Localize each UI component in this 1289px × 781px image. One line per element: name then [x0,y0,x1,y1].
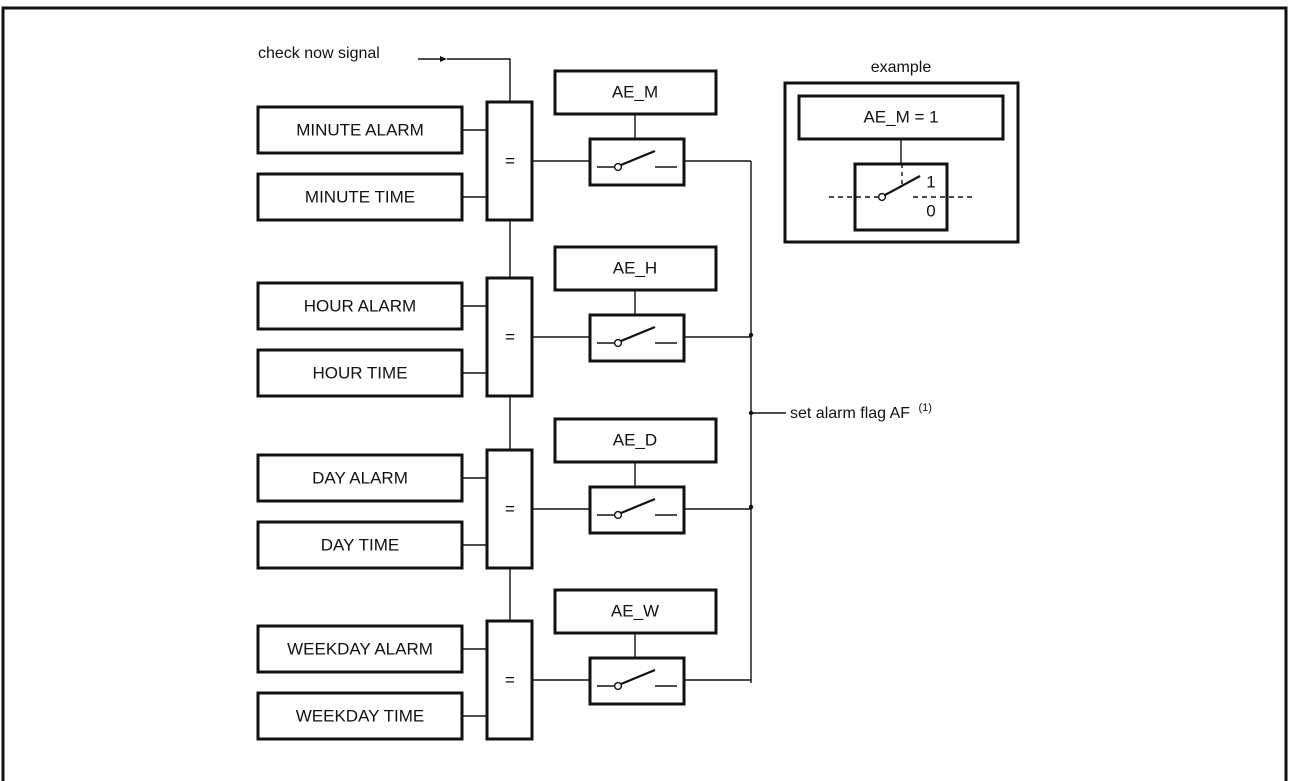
minute-switch-box [588,137,686,187]
hour-comparator [485,276,534,398]
check-signal-wire [447,58,511,102]
day-alarm-box [256,453,464,503]
check-signal-arrowhead [440,56,447,62]
day-time-label: DAY TIME [321,535,399,554]
weekday-switch-box [588,656,686,706]
day-time-box [256,520,464,570]
comparator-rows: MINUTE ALARM MINUTE TIME = AE_M HOUR ALARM HO… [256,69,751,741]
bus-junction [748,504,754,510]
weekday-time-box [256,691,464,741]
hour-enable-box [553,245,718,292]
day-switch-box [588,485,686,535]
weekday-enable-label: AE_W [611,601,659,620]
set-alarm-flag-label: set alarm flag AF (1) [790,402,932,422]
day-alarm-label: DAY ALARM [312,468,408,487]
day-switch-blade [620,497,656,515]
example-switch-on-label: 1 [926,172,935,191]
day-enable-box [553,417,718,464]
weekday-comparator-label: = [505,670,515,689]
hour-switch-box [588,313,686,363]
example-panel: example AE_M = 1 1 0 [783,59,1020,244]
example-title: example [871,59,932,76]
example-enable-label: AE_M = 1 [863,107,938,126]
weekday-time-label: WEEKDAY TIME [296,706,424,725]
page-frame [1,6,1288,781]
minute-alarm-label: MINUTE ALARM [296,120,424,139]
hour-alarm-label: HOUR ALARM [304,296,416,315]
weekday-switch-pivot [613,681,623,691]
hour-switch-blade [620,325,656,343]
minute-enable-label: AE_M [612,82,658,101]
hour-time-box [256,348,464,398]
minute-comparator-label: = [505,151,515,170]
example-switch-pivot [877,192,887,202]
hour-time-label: HOUR TIME [312,363,407,382]
example-enable-box [797,94,1005,141]
hour-switch-pivot [613,338,623,348]
footnote-marker: (1) [919,402,932,414]
hour-enable-label: AE_H [613,258,657,277]
weekday-switch-blade [620,668,656,686]
hour-comparator-label: = [505,327,515,346]
day-comparator-label: = [505,499,515,518]
minute-enable-box [553,69,718,116]
minute-time-box [256,172,464,222]
bus-junction [748,332,754,338]
day-enable-label: AE_D [613,430,657,449]
minute-alarm-box [256,105,464,155]
minute-switch-blade [620,149,656,167]
minute-switch-pivot [613,162,623,172]
day-switch-pivot [613,510,623,520]
check-now-signal-label: check now signal [258,45,380,62]
minute-time-label: MINUTE TIME [305,187,415,206]
weekday-enable-box [553,588,718,635]
example-switch-off-label: 0 [926,201,935,220]
weekday-alarm-label: WEEKDAY ALARM [287,639,433,658]
example-switch-blade [884,175,921,196]
weekday-alarm-box [256,624,464,674]
